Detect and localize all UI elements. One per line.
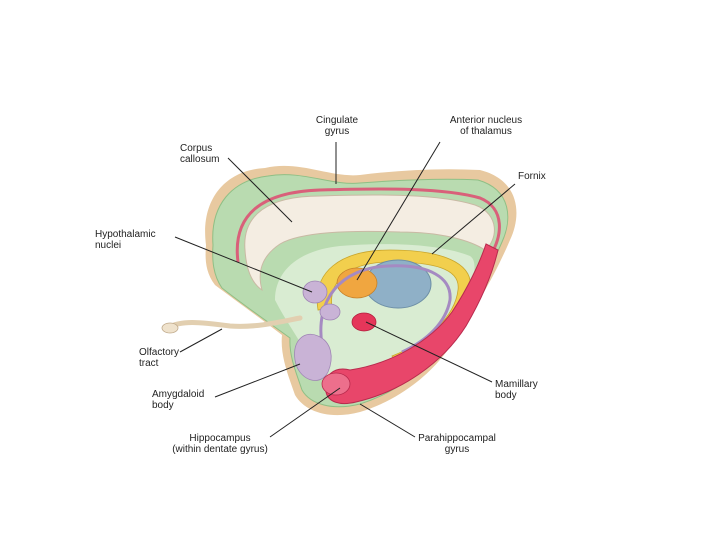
leader-anterior-nucleus [356,141,441,281]
leader-olfactory [179,328,223,353]
hypothalamic-nuclei-shape-2 [319,303,341,321]
label-mamillary-body: Mamillary body [495,379,538,401]
leader-hippocampus [269,387,341,438]
leader-mamillary [365,321,493,383]
olfactory-bulb-shape [161,322,179,334]
anterior-nucleus-shape [336,267,378,299]
hippocampus-head-shape [321,372,351,396]
corpus-callosum-shape [244,194,495,292]
leader-parahippocampal [359,403,416,438]
leader-amygdaloid [214,363,301,398]
stria-terminalis [319,264,452,354]
mamillary-body-shape [351,312,377,332]
label-amygdaloid-body: Amygdaloid body [152,389,205,411]
amygdaloid-body-shape [294,334,332,381]
leader-corpus-callosum [227,157,293,223]
leader-lines [174,141,516,438]
label-anterior-nucleus: Anterior nucleus of thalamus [449,115,523,137]
label-cingulate-gyrus: Cingulate gyrus [315,115,359,137]
label-corpus-callosum: Corpus callosum [180,143,220,165]
label-hypothalamic-nuclei: Hypothalamic nuclei [95,229,156,251]
cingulate-stripe [235,187,501,263]
label-hippocampus: Hippocampus (within dentate gyrus) [172,433,268,455]
label-olfactory-tract: Olfactory tract [139,347,180,369]
leader-fornix [431,183,516,255]
label-parahippocampal-gyrus: Parahippocampal gyrus [418,433,496,455]
hypothalamic-nuclei-shape [302,280,328,304]
label-fornix: Fornix [518,171,546,182]
leader-hypothalamic [174,236,313,293]
olfactory-tract-shape [165,315,303,331]
